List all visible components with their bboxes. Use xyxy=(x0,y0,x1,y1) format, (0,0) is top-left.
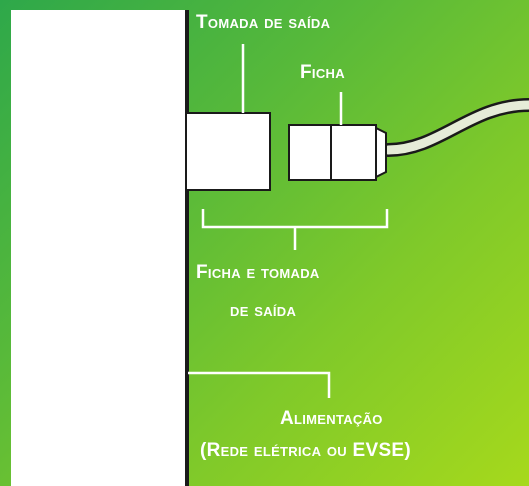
socket-outlet-label: Tomada de saída xyxy=(196,12,331,33)
wall-edge-line xyxy=(185,10,189,486)
plug-tip xyxy=(375,126,387,179)
plug-body-right xyxy=(330,124,377,181)
supply-label-line2: (Rede elétrica ou EVSE) xyxy=(200,440,412,461)
plug-socket-bracket xyxy=(201,209,389,250)
plug-and-socket-label-line1: Ficha e tomada xyxy=(196,262,320,283)
socket-outlet-shape xyxy=(185,112,271,191)
plug-and-socket-label-line2: de saída xyxy=(230,300,297,321)
supply-leader-line xyxy=(188,371,331,398)
supply-wall xyxy=(11,10,185,486)
cable-core xyxy=(383,100,529,155)
supply-label-line1: Alimentação xyxy=(280,408,383,429)
plug-label: Ficha xyxy=(300,62,345,83)
plug-body-left xyxy=(288,124,332,181)
